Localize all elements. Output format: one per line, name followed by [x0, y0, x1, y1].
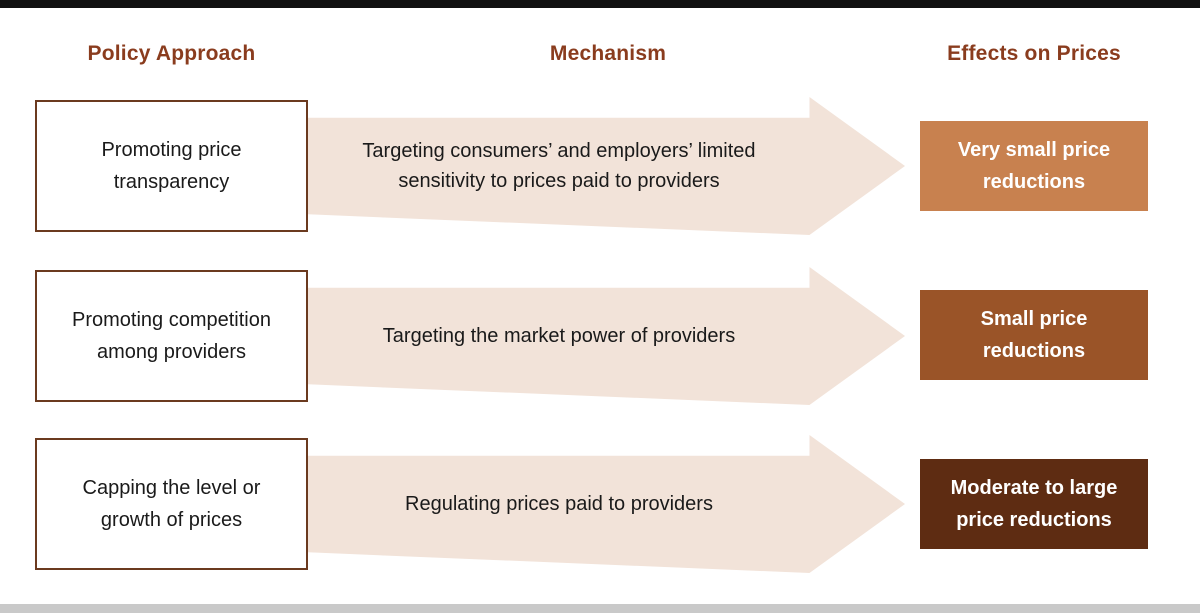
mechanism-label: Targeting consumers’ and employers’ limi…	[362, 140, 756, 192]
mechanism-arrow: Targeting consumers’ and employers’ limi…	[308, 97, 905, 235]
effect-box-very-small: Very small price reductions	[920, 121, 1148, 211]
effect-box-small: Small price reductions	[920, 290, 1148, 380]
effect-label: Moderate to large price reductions	[950, 477, 1118, 531]
column-header-effects-on-prices: Effects on Prices	[947, 42, 1121, 65]
column-header-mechanism: Mechanism	[549, 42, 667, 65]
mechanism-label: Regulating prices paid to providers	[405, 493, 713, 515]
policy-box-price-transparency: Promoting price transparency	[35, 100, 308, 232]
mechanism-arrow: Regulating prices paid to providers	[308, 435, 905, 573]
mechanism-label: Targeting the market power of providers	[382, 325, 736, 347]
effect-label: Small price reductions	[980, 308, 1088, 362]
column-header-policy-approach: Policy Approach	[87, 42, 256, 65]
mechanism-arrow: Targeting the market power of providers	[308, 267, 905, 405]
policy-box-capping-prices: Capping the level or growth of prices	[35, 438, 308, 570]
effect-box-moderate-large: Moderate to large price reductions	[920, 459, 1148, 549]
bottom-border-strip	[0, 604, 1200, 613]
policy-box-label: Capping the level or growth of prices	[82, 477, 261, 531]
policy-box-competition: Promoting competition among providers	[35, 270, 308, 402]
effect-label: Very small price reductions	[957, 139, 1111, 193]
policy-box-label: Promoting price transparency	[101, 139, 242, 193]
top-border-strip	[0, 0, 1200, 8]
policy-box-label: Promoting competition among providers	[72, 309, 271, 363]
